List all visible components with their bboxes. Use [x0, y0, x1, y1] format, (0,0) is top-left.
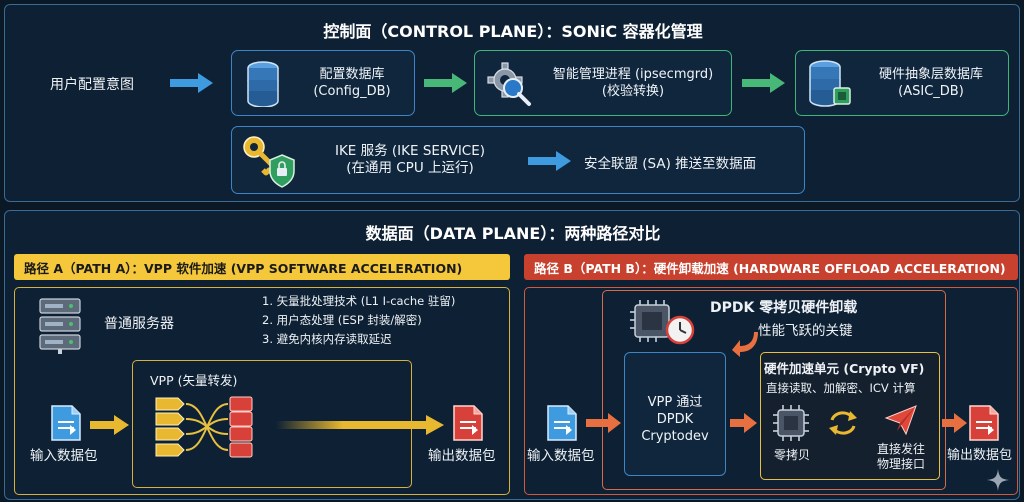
- user-intent-label: 用户配置意图: [50, 77, 134, 93]
- vpp-dpdk-node: [624, 352, 726, 476]
- dpdk-zero-copy-box: [602, 290, 946, 490]
- key-shield-icon: [243, 136, 295, 188]
- send-physical-line2: 物理接口: [876, 457, 925, 471]
- arrow-user-to-config: [170, 73, 213, 93]
- output-packet-label-b: 输出数据包: [947, 448, 1013, 463]
- vector-switch-icon: [155, 396, 253, 458]
- ike-title: IKE 服务 (IKE SERVICE): [334, 143, 486, 159]
- config-db-subtitle: (Config_DB): [313, 84, 391, 99]
- arrow-vpp-to-output: [276, 415, 444, 435]
- database-chip-icon: [809, 60, 851, 107]
- dpdk-title: DPDK 零拷贝硬件卸载: [710, 300, 858, 316]
- send-physical-label: 直接发往 物理接口: [874, 442, 928, 472]
- asic-db-node: 硬件抽象层数据库 (ASIC_DB): [795, 50, 1009, 116]
- path-a-box: [14, 287, 510, 495]
- sparkle-icon: [987, 469, 1009, 491]
- path-b-header: 路径 B（PATH B）：硬件卸载加速 (HARDWARE OFFLOAD AC…: [524, 254, 1018, 280]
- zero-copy-label: 零拷贝: [774, 448, 811, 462]
- database-icon: [247, 61, 279, 107]
- arrow-config-to-ipsecmgrd: [424, 73, 467, 93]
- asic-db-subtitle: (ASIC_DB): [898, 84, 964, 99]
- arrow-input-to-vpp: [90, 415, 129, 435]
- control-plane-title: 控制面（CONTROL PLANE）：SONiC 容器化管理: [323, 22, 703, 41]
- path-a-point-2: 2. 用户态处理 (ESP 封装/解密): [262, 313, 422, 327]
- output-packet-icon-a: [453, 405, 483, 441]
- sa-push-label: 安全联盟 (SA) 推送至数据面: [584, 156, 757, 172]
- vpp-dpdk-line2: DPDK: [656, 412, 694, 427]
- arrow-ike-to-sa: [528, 151, 571, 171]
- dpdk-subtitle: 性能飞跃的关键: [758, 323, 853, 339]
- send-physical-line1: 直接发往: [876, 442, 925, 456]
- path-a-point-1: 1. 矢量批处理技术 (L1 I-cache 驻留): [262, 294, 456, 308]
- arrow-ipsecmgrd-to-asic: [742, 73, 785, 93]
- input-packet-icon-b: [547, 405, 577, 441]
- chip-clock-icon: [630, 300, 695, 345]
- path-a-point-3: 3. 避免内核内存读取延迟: [262, 332, 392, 346]
- refresh-arrows-icon: [829, 411, 857, 435]
- config-db-title: 配置数据库: [319, 67, 385, 82]
- arrow-dpdk-down: [732, 332, 758, 357]
- server-rack-icon: [39, 298, 81, 354]
- vpp-dpdk-line3: Cryptodev: [641, 429, 709, 444]
- server-label: 普通服务器: [104, 316, 174, 332]
- input-packet-label-a: 输入数据包: [30, 448, 98, 464]
- vpp-vector-label: VPP (矢量转发): [150, 373, 238, 388]
- paper-plane-icon: [884, 405, 917, 436]
- ipsecmgrd-node: 智能管理进程 (ipsecmgrd) (校验转换): [474, 50, 732, 116]
- ike-service-node: IKE 服务 (IKE SERVICE) (在通用 CPU 上运行) 安全联盟 …: [231, 126, 805, 194]
- crypto-vf-subtitle: 直接读取、加解密、ICV 计算: [766, 381, 916, 395]
- asic-db-title: 硬件抽象层数据库: [878, 67, 983, 82]
- output-packet-label-a: 输出数据包: [428, 448, 496, 464]
- vpp-dpdk-text: VPP 通过 DPDK Cryptodev: [624, 394, 726, 445]
- gear-magnifier-icon: [487, 62, 531, 106]
- input-packet-icon-a: [51, 405, 81, 441]
- vpp-dpdk-line1: VPP 通过: [647, 395, 703, 410]
- chip-icon: [773, 405, 809, 441]
- data-plane-title: 数据面（DATA PLANE）：两种路径对比: [365, 224, 661, 243]
- path-b-box: [524, 287, 1018, 495]
- arrow-input-to-dpdk: [586, 413, 621, 433]
- ipsecmgrd-title: 智能管理进程 (ipsecmgrd): [552, 67, 714, 82]
- input-packet-label-b: 输入数据包: [527, 448, 595, 464]
- arrow-crypto-to-output: [942, 413, 967, 433]
- path-a-header: 路径 A（PATH A）：VPP 软件加速 (VPP SOFTWARE ACCE…: [14, 254, 510, 280]
- ike-subtitle: (在通用 CPU 上运行): [346, 160, 474, 176]
- config-db-node: 配置数据库 (Config_DB): [231, 50, 415, 116]
- crypto-vf-title: 硬件加速单元 (Crypto VF): [764, 361, 925, 376]
- arrow-vpp-to-crypto: [730, 413, 757, 433]
- path-a-points: 1. 矢量批处理技术 (L1 I-cache 驻留) 2. 用户态处理 (ESP…: [262, 292, 455, 349]
- ipsecmgrd-subtitle: (校验转换): [601, 84, 665, 99]
- output-packet-icon-b: [969, 405, 999, 441]
